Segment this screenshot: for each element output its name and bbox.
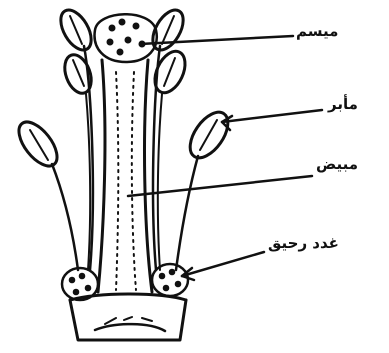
label-anther: مأبر [328, 97, 358, 112]
receptacle [70, 294, 186, 340]
anther-pointer [222, 110, 322, 122]
anthers-outer [12, 106, 236, 173]
filaments [52, 46, 198, 270]
label-stigma: ميسم [296, 24, 338, 39]
ovary-pointer [128, 176, 312, 196]
pistil-style [98, 60, 152, 292]
gland-pointer [182, 252, 264, 276]
stigma [95, 14, 157, 62]
label-nectar-gland: غدد رحيق [268, 236, 339, 251]
label-ovary: مبيض [316, 157, 358, 172]
